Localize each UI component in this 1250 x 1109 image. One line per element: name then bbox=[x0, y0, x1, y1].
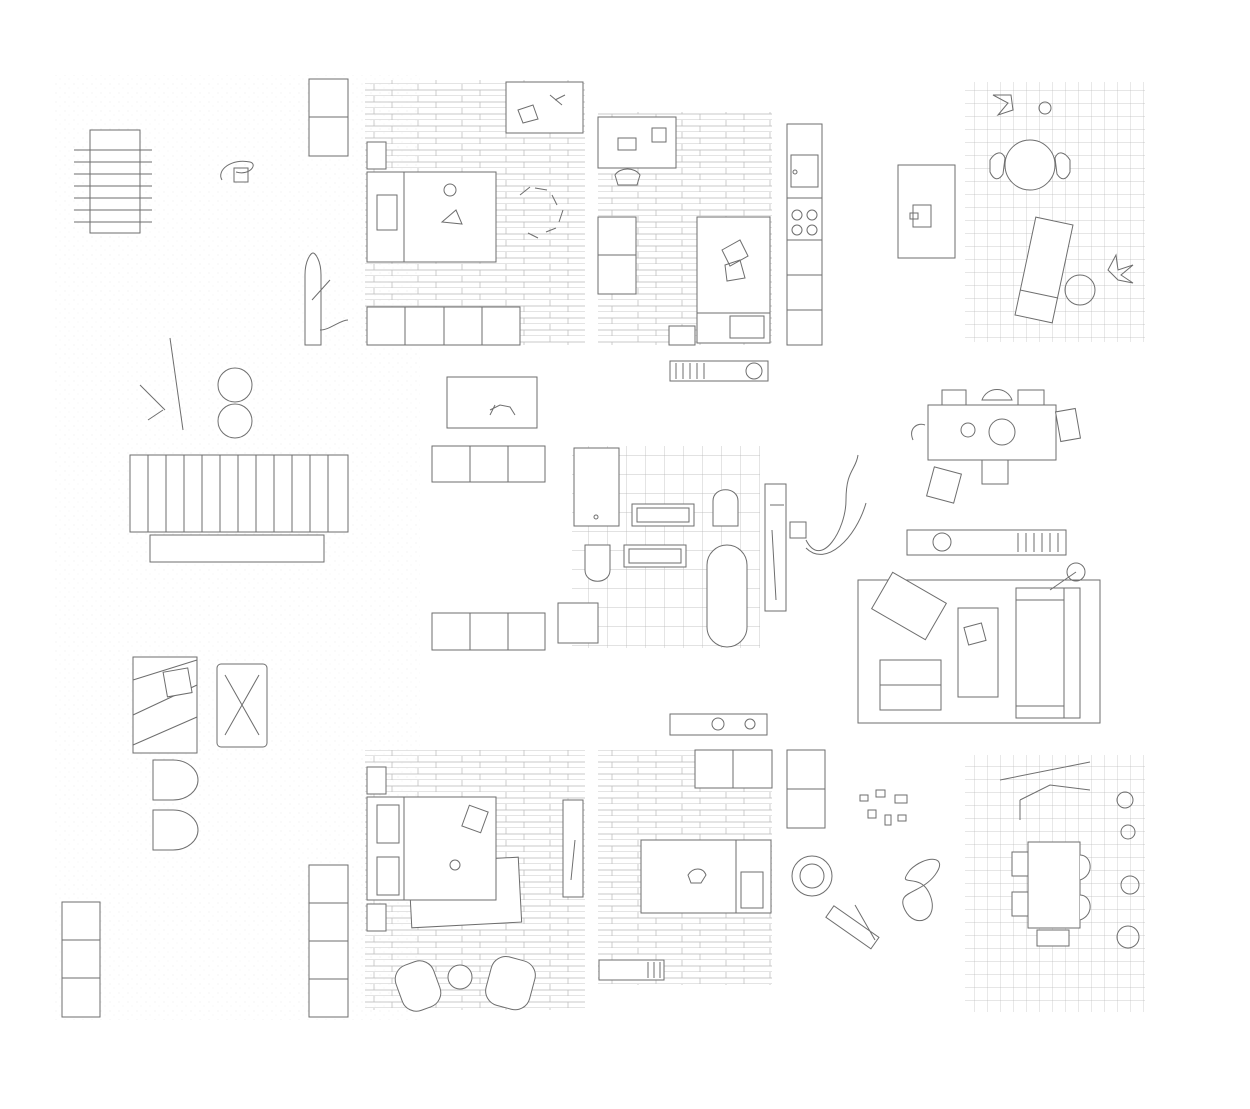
wardrobe-icon bbox=[431, 612, 546, 651]
ironing-board-icon bbox=[304, 252, 349, 346]
toy-blocks-icon bbox=[859, 789, 908, 826]
seesaw-icon bbox=[825, 904, 880, 950]
book-icon bbox=[925, 466, 963, 504]
shelf-icon bbox=[694, 749, 773, 789]
floor-lamp-icon bbox=[1049, 562, 1086, 591]
chair-icon bbox=[217, 367, 253, 439]
plant-icon bbox=[1116, 791, 1140, 949]
nightstand-icon bbox=[366, 903, 387, 932]
trunk-icon bbox=[216, 663, 268, 748]
nightstand-icon bbox=[668, 325, 696, 346]
tv-unit-icon bbox=[764, 454, 867, 612]
rug-icon bbox=[446, 376, 538, 429]
shower-icon bbox=[573, 447, 620, 527]
bicycle-icon bbox=[999, 761, 1091, 820]
bed-icon bbox=[640, 839, 772, 914]
shelf-icon bbox=[669, 360, 769, 382]
shelf-icon bbox=[366, 306, 521, 346]
sun-lounger-icon bbox=[1014, 216, 1074, 324]
armchair-icon bbox=[870, 571, 948, 711]
toilet-icon bbox=[584, 489, 739, 582]
dining-table-icon bbox=[1011, 841, 1091, 947]
rug-icon bbox=[505, 81, 584, 134]
coffee-table-icon bbox=[957, 607, 999, 698]
toy-track-icon bbox=[902, 858, 941, 922]
wardrobe-icon bbox=[597, 216, 637, 295]
plant-icon bbox=[992, 94, 1134, 306]
shelf-icon bbox=[61, 901, 101, 1018]
tv-stand-icon bbox=[562, 799, 584, 898]
sink-icon bbox=[631, 503, 695, 527]
table-icon bbox=[132, 656, 198, 754]
cabinet-icon bbox=[557, 602, 599, 644]
shelf-icon bbox=[308, 78, 349, 157]
shelf-icon bbox=[308, 864, 349, 1018]
toy-track-icon bbox=[519, 186, 564, 239]
bed-icon bbox=[696, 216, 771, 344]
foosball-table-icon bbox=[74, 129, 152, 234]
bathtub-icon bbox=[706, 544, 748, 648]
media-console-icon bbox=[906, 529, 1067, 556]
kitchen-island-icon bbox=[897, 164, 956, 259]
shelf-icon bbox=[669, 713, 768, 736]
toilet-icon bbox=[152, 759, 199, 851]
vacuum-icon bbox=[220, 160, 254, 183]
armchair-icon bbox=[394, 956, 536, 1012]
bed-icon bbox=[366, 171, 497, 263]
dining-table-icon bbox=[911, 389, 1082, 485]
sink-icon bbox=[623, 544, 687, 568]
kitchen-counter-icon bbox=[786, 123, 823, 346]
bicycle-icon bbox=[139, 337, 184, 431]
wardrobe-icon bbox=[431, 445, 546, 483]
nightstand-icon bbox=[366, 766, 387, 795]
shelf-icon bbox=[598, 959, 665, 981]
staircase-icon bbox=[129, 454, 349, 563]
nightstand-icon bbox=[366, 141, 387, 170]
sofa-icon bbox=[1015, 587, 1081, 719]
round-table-icon bbox=[989, 139, 1071, 191]
shelf-icon bbox=[786, 749, 826, 829]
desk-icon bbox=[597, 116, 677, 186]
bed-icon bbox=[366, 796, 497, 901]
rug-round-icon bbox=[791, 855, 833, 897]
